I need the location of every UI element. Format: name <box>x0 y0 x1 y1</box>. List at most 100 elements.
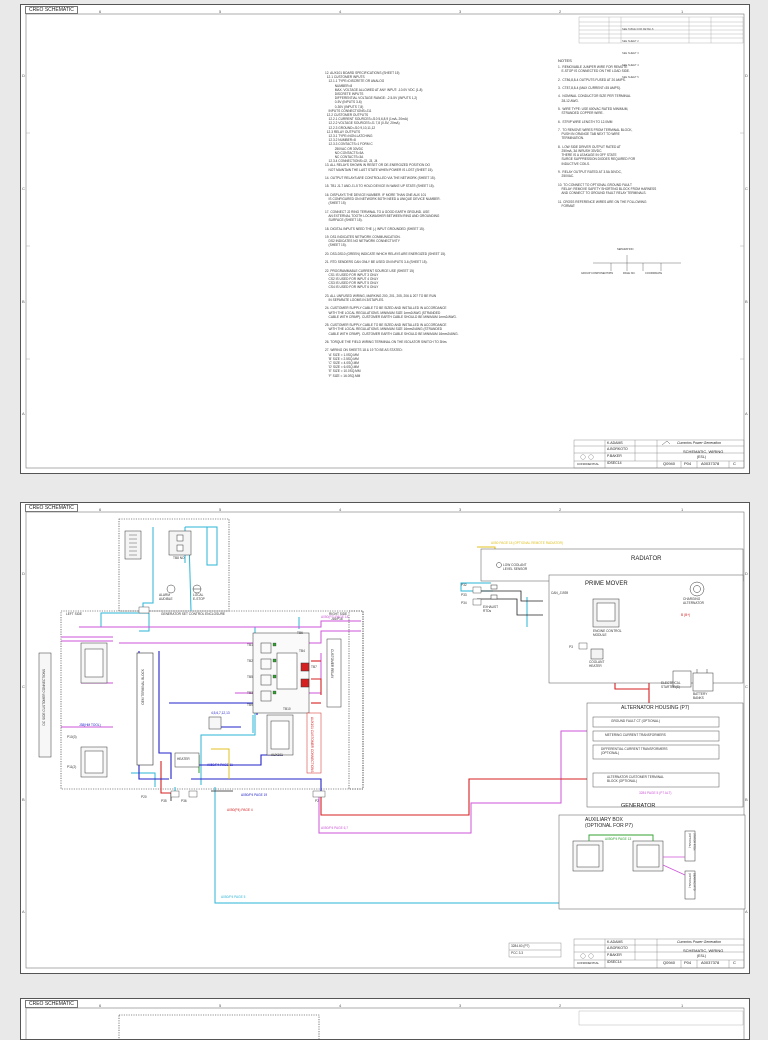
customer-connections-block <box>38 652 52 758</box>
spec-note-line: 12.2.2 VOLTAGE SOURCES=J1 7,8 (0-5V, 20m… <box>325 121 400 126</box>
spec-note-line: IS CONFIGURED ON NETWORK BOTH NEED A UNI… <box>325 197 441 202</box>
note-line: 6. STRIP WIRE LENGTH TO 12.0MM <box>558 119 613 124</box>
label-ecm: ENGINE CONTROL MODULE <box>593 629 622 638</box>
schematic-sheet-notes: CREO SCHEMATIC 6 5 4 3 2 1 D C B A D C B… <box>20 4 750 474</box>
revision-row: SEE SHEET 5 <box>622 76 639 79</box>
note-line: PUSH IN ORANGE TAB NEXT TO WIRE <box>558 132 620 137</box>
label-tb10: TB10 <box>283 707 291 711</box>
zone-col-2: 2 <box>559 9 562 14</box>
spec-note-line: 0-30V (INPUTS 7,8) <box>325 104 364 109</box>
label-charging-alt: CHARGING ALTERNATOR <box>683 597 704 606</box>
spec-note-line: 12.3.2 NUMBER=8 <box>325 138 356 143</box>
spec-note-line: 'B' SIZE = 2.5SQ.MM <box>325 356 359 361</box>
format-label-page: PAGE NO. <box>623 272 636 275</box>
svg-text:3: 3 <box>459 1003 462 1008</box>
label-heater: HEATER <box>177 757 190 761</box>
zone-row-a-right: A <box>745 411 748 416</box>
tb1-name-3: P.BAKER <box>607 454 622 458</box>
label-can: CAN_J1939 <box>551 591 569 595</box>
label-coolant-heater: COOLANT HEATER <box>589 660 605 669</box>
spec-note-line: NOT MAINTAIN THE LAST STATE WHEN POWER I… <box>325 167 434 172</box>
spec-note-line: CS4 IS USED FOR INPUT 6 ONLY <box>325 285 379 290</box>
tb1-size: P04 <box>684 461 692 466</box>
spec-note-line: 12.1.1 TYPE=DISCRETE OR ANALOG <box>325 79 385 84</box>
spec-note-line: NO CONTACTS=5A <box>325 150 364 155</box>
tb2-rev: C <box>733 960 736 965</box>
spec-note-line: 0-5V (INPUTS 3-6) <box>325 100 362 105</box>
connector-p1 <box>124 530 142 560</box>
svg-text:3: 3 <box>459 507 462 512</box>
tb2-cage: Q0940 <box>663 960 676 965</box>
page-ref-1: A050(P7) PAGE 18 <box>321 615 349 619</box>
note-line: 10. TO CONNECT TO OPTIONAL GROUND FAULT <box>558 182 632 187</box>
label-p20: P20 <box>141 795 147 799</box>
creo-schematic-tab[interactable]: CREO SCHEMATIC <box>25 1000 78 1008</box>
spec-note-line: 12.2.3 GROUND=J10 9,10,11,12 <box>325 125 376 130</box>
aux101-customer-block <box>306 712 322 774</box>
spec-note-line: 24. CUSTOMER SUPPLY CABLE TO BE SIZED AN… <box>325 306 447 311</box>
label-tb7: TB7 <box>311 665 317 669</box>
label-p2: P2 <box>315 799 319 803</box>
page-ref-8: A050 PAGE 18 (OPTIONAL REMOTE RADIATOR) <box>491 541 563 545</box>
connector-tb8 <box>168 530 192 556</box>
creo-schematic-tab[interactable]: CREO SCHEMATIC <box>25 504 78 512</box>
creo-schematic-tab[interactable]: CREO SCHEMATIC <box>25 6 78 14</box>
spec-note-line: (SHEET 15) <box>325 201 346 206</box>
format-label-separation: SEPARATION <box>617 248 634 251</box>
page-ref-3: A050/P4 PAGE 11 <box>207 763 233 767</box>
page-ref-10: 4,5,6,7,12,13 <box>211 711 230 715</box>
note-line: THERE IS A LEAKAGE IN OFF STATE <box>558 153 617 158</box>
spec-note-line: 12.2 CUSTOMER OUTPUTS <box>325 113 369 118</box>
label-prime-mover: PRIME MOVER <box>585 581 628 587</box>
note-line: 3. CT87,8,8-4 (MAX CURRENT=35 AMPS). <box>558 86 621 91</box>
note-line: 5. WIRE TYPE: USE 600VAC RATED MINIMUM, <box>558 107 629 112</box>
svg-text:A: A <box>22 909 25 914</box>
revision-row: SEE SHEET 2 <box>622 40 639 43</box>
zone-row-c-right: C <box>745 186 748 191</box>
tb2-title: SCHEMATIC, WIRING <box>683 948 724 953</box>
note-line: FORMAT: <box>558 203 576 208</box>
label-p32: P32 <box>461 583 467 587</box>
spec-note-line: 'D' SIZE = 6.0SQ.MM <box>325 365 359 370</box>
spec-note-line: NUMBER=8 <box>325 83 353 88</box>
tb2-name-2: A.BORKOTO <box>607 946 628 950</box>
zone-row-b-right: B <box>745 299 748 304</box>
note-line: SURGE SUPPRESSION DIODES REQUIRED FOR <box>558 157 636 162</box>
spec-note-line: IN SEPARATE LOOMS IN 3/STAPLES. <box>325 297 385 302</box>
spec-note-line: 25. CUSTOMER SUPPLY CABLE TO BE SIZED AN… <box>325 323 447 328</box>
label-p11: P11(2) <box>67 765 77 769</box>
customer-relay-block <box>326 638 342 708</box>
spec-note-line: 12.2.1 CURRENT SOURCES=J10 5,6,8,9 (1mA-… <box>325 117 408 122</box>
tb1-name-4: IDSEC14 <box>607 461 622 465</box>
note-line: 11. CROSS REFERENCE WIRES ARE ON THE FOL… <box>558 199 647 204</box>
spec-note-line: DIFFERENTIAL VOLTAGE RANGE: -2.5-5V (INP… <box>325 96 418 101</box>
spec-note-line: 14. OUTPUT RELAYS ARE CONTROLLED VIA THE… <box>325 176 436 181</box>
wire-format-diagram <box>593 255 681 271</box>
tb1-name-2: A.BORKOTO <box>607 447 628 451</box>
svg-text:A: A <box>745 909 748 914</box>
note-line: E-STOP IS CONNECTED ON THE LOAD SIDE. <box>558 69 630 74</box>
sheet1-frame: 6 5 4 3 2 1 D C B A D C B A <box>22 9 748 469</box>
label-bearing-rtd: BEARING RTD (OPTIONAL) <box>688 873 696 891</box>
svg-text:4: 4 <box>339 1003 342 1008</box>
label-j38: J38(HM TOOL) <box>79 723 101 727</box>
label-alarm: ALARM AUDIBLE <box>159 593 173 602</box>
note-line: 4. NOMINAL CONDUCTOR SIZE PER TERMINAL <box>558 94 631 99</box>
label-estop: LOCAL E-STOP <box>193 593 205 602</box>
board-spec-notes: 12. AUX101 BOARD SPECIFICATIONS (SHEET 1… <box>325 71 458 378</box>
spec-note-line: 12.3 RELAY OUTPUTS <box>325 129 361 134</box>
note-line: 28-12 AWG. <box>558 98 579 103</box>
zone-col-5: 5 <box>219 9 222 14</box>
revision-row: SEE TABLE FOR DETAILS <box>622 28 654 31</box>
note-line: STRANDED COPPER WIRE. <box>558 111 604 116</box>
label-tb3: TB3 <box>247 691 253 695</box>
zone-row-a: A <box>22 411 25 416</box>
tb2-name-3: P.BAKER <box>607 953 622 957</box>
spec-note-line: 22. PROGRAMMABLE CURRENT SOURCE USE (SHE… <box>325 268 414 273</box>
spec-note-line: 15. TB1 J1-7 AND J1-5 TO HOLD DEVICE IN … <box>325 184 435 189</box>
spec-note-line: MAX. VOLTAGE ALLOWED AT ANY INPUT: -10.0… <box>325 87 423 92</box>
spec-note-line: 20. DS3-DS10 (GREEN) INDICATE WHICH RELA… <box>325 251 446 256</box>
label-tb9: TB9 <box>247 703 253 707</box>
